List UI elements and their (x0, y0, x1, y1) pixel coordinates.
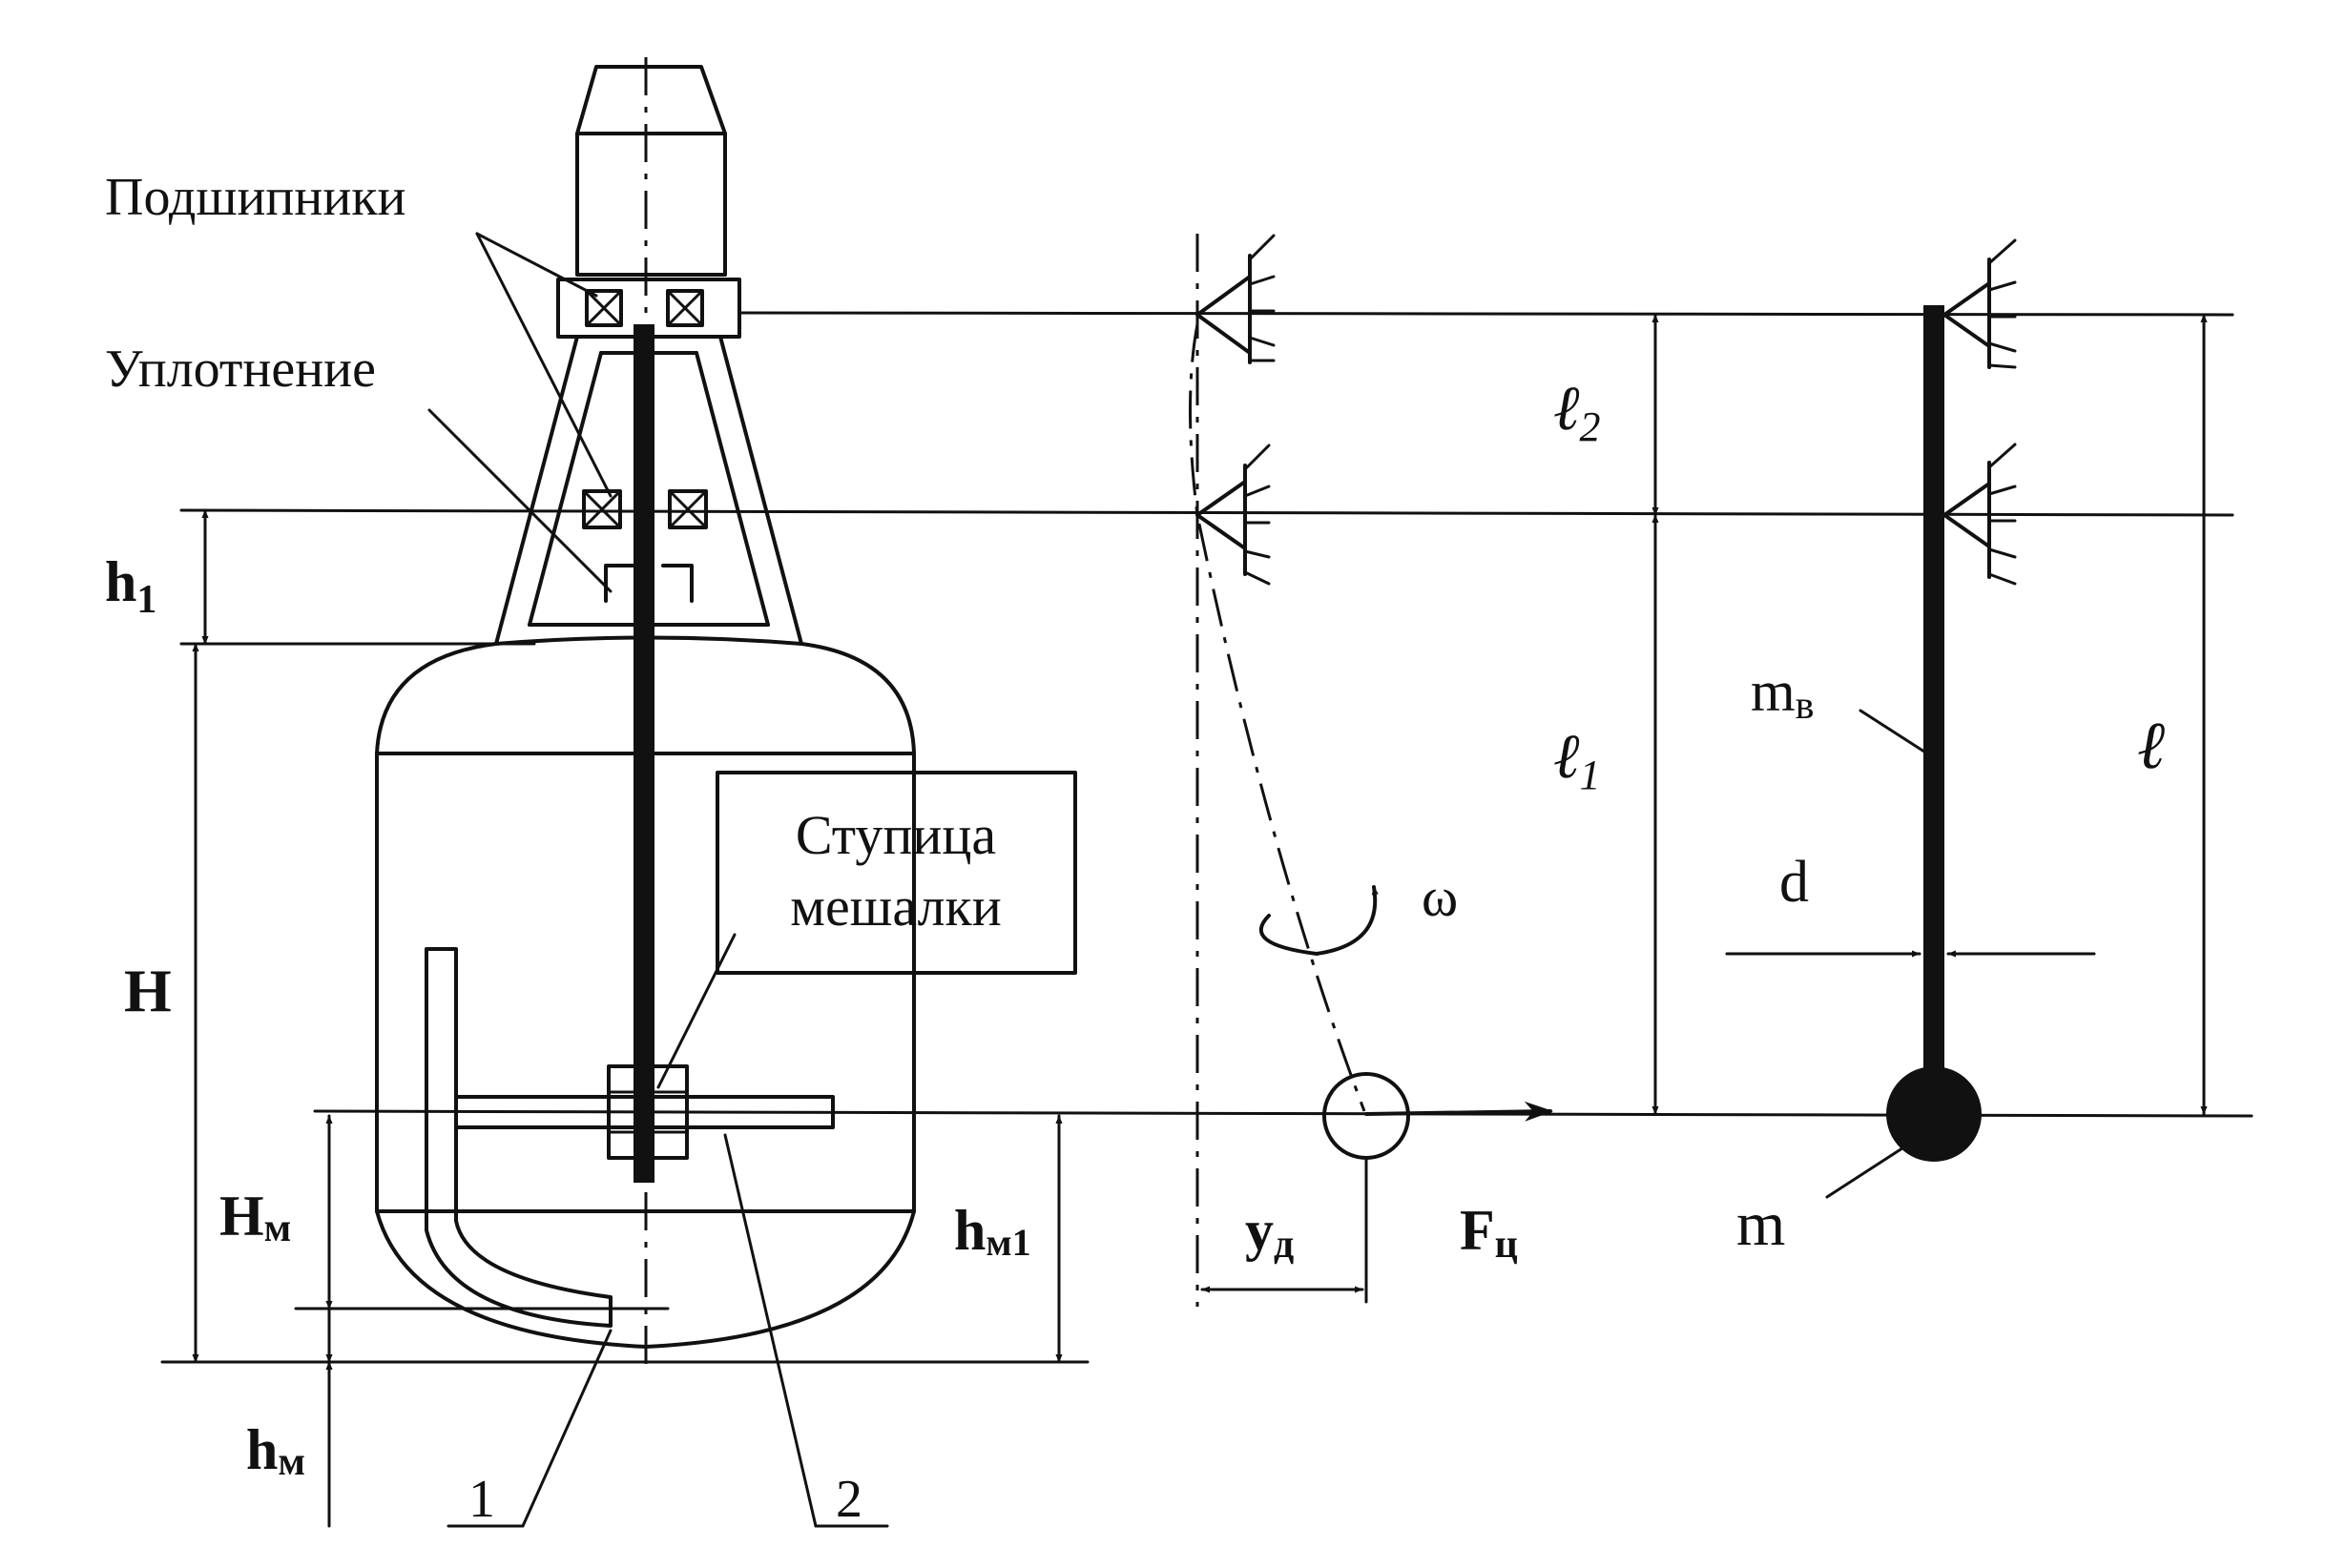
upper-support (1195, 234, 1276, 364)
bearing-right-upper (666, 289, 704, 327)
label-l1: ℓ1 (1553, 722, 1601, 798)
calculation-scheme: mв d m (1725, 238, 2096, 1259)
label-omega: ω (1422, 866, 1458, 928)
m-leader (1825, 1143, 1910, 1199)
deflection-scheme: ω Fц уд (1189, 234, 1553, 1307)
calc-upper-support (1942, 238, 2017, 369)
length-dimensions: ℓ2 ℓ1 ℓ (1553, 313, 2208, 1116)
left-dimensions: h1 H Hм hм hм1 (105, 508, 1063, 1528)
lower-support (1195, 444, 1271, 586)
apparatus: Ступица мешалки Подшипники Уплотнение 1 … (105, 57, 1077, 1529)
label-l: ℓ (2137, 710, 2165, 783)
part-1-label: 1 (468, 1470, 495, 1529)
label-l2: ℓ2 (1553, 374, 1601, 450)
hub-label-box (716, 771, 1077, 975)
label-Hm: Hм (219, 1185, 291, 1250)
hub-label-line2: мешалки (790, 876, 1002, 938)
label-m: m (1736, 1189, 1785, 1259)
label-hm: hм (246, 1418, 305, 1484)
bearings-callout: Подшипники (105, 168, 613, 498)
bearings-label: Подшипники (105, 168, 406, 227)
bearing-left-lower (582, 489, 622, 529)
mass-circle (1322, 1072, 1410, 1160)
calc-lower-support (1942, 443, 2017, 586)
motor (575, 65, 727, 277)
stand-frame (494, 335, 803, 646)
label-H: H (124, 957, 172, 1024)
label-Fc: Fц (1460, 1199, 1518, 1267)
agitator-shaft (633, 324, 654, 1183)
part-2-label: 2 (836, 1470, 862, 1529)
calc-shaft (1923, 305, 1944, 1087)
seal-label: Уплотнение (105, 340, 376, 399)
anchor-blade (425, 947, 613, 1328)
rotation-arrow: ω (1258, 866, 1458, 956)
label-mv: mв (1751, 660, 1815, 728)
bearing-left-upper (585, 289, 623, 327)
label-hm1: hм1 (954, 1199, 1031, 1264)
hub-label-line1: Ступица (796, 804, 996, 866)
calc-mass (1886, 1066, 1982, 1162)
label-yd: уд (1245, 1199, 1294, 1267)
centrifugal-force-arrow (1364, 1101, 1553, 1122)
seal (604, 564, 694, 603)
mv-leader (1859, 709, 1929, 755)
bearing-right-lower (668, 489, 708, 529)
lower-bearings (582, 489, 708, 529)
deflected-shaft-line (1189, 323, 1366, 1112)
seal-callout: Уплотнение (105, 340, 613, 593)
part-numbers: 1 2 (447, 1133, 889, 1529)
label-d: d (1779, 850, 1809, 915)
label-h1: h1 (105, 550, 156, 622)
hub-callout: Ступица мешалки (656, 771, 1077, 1089)
